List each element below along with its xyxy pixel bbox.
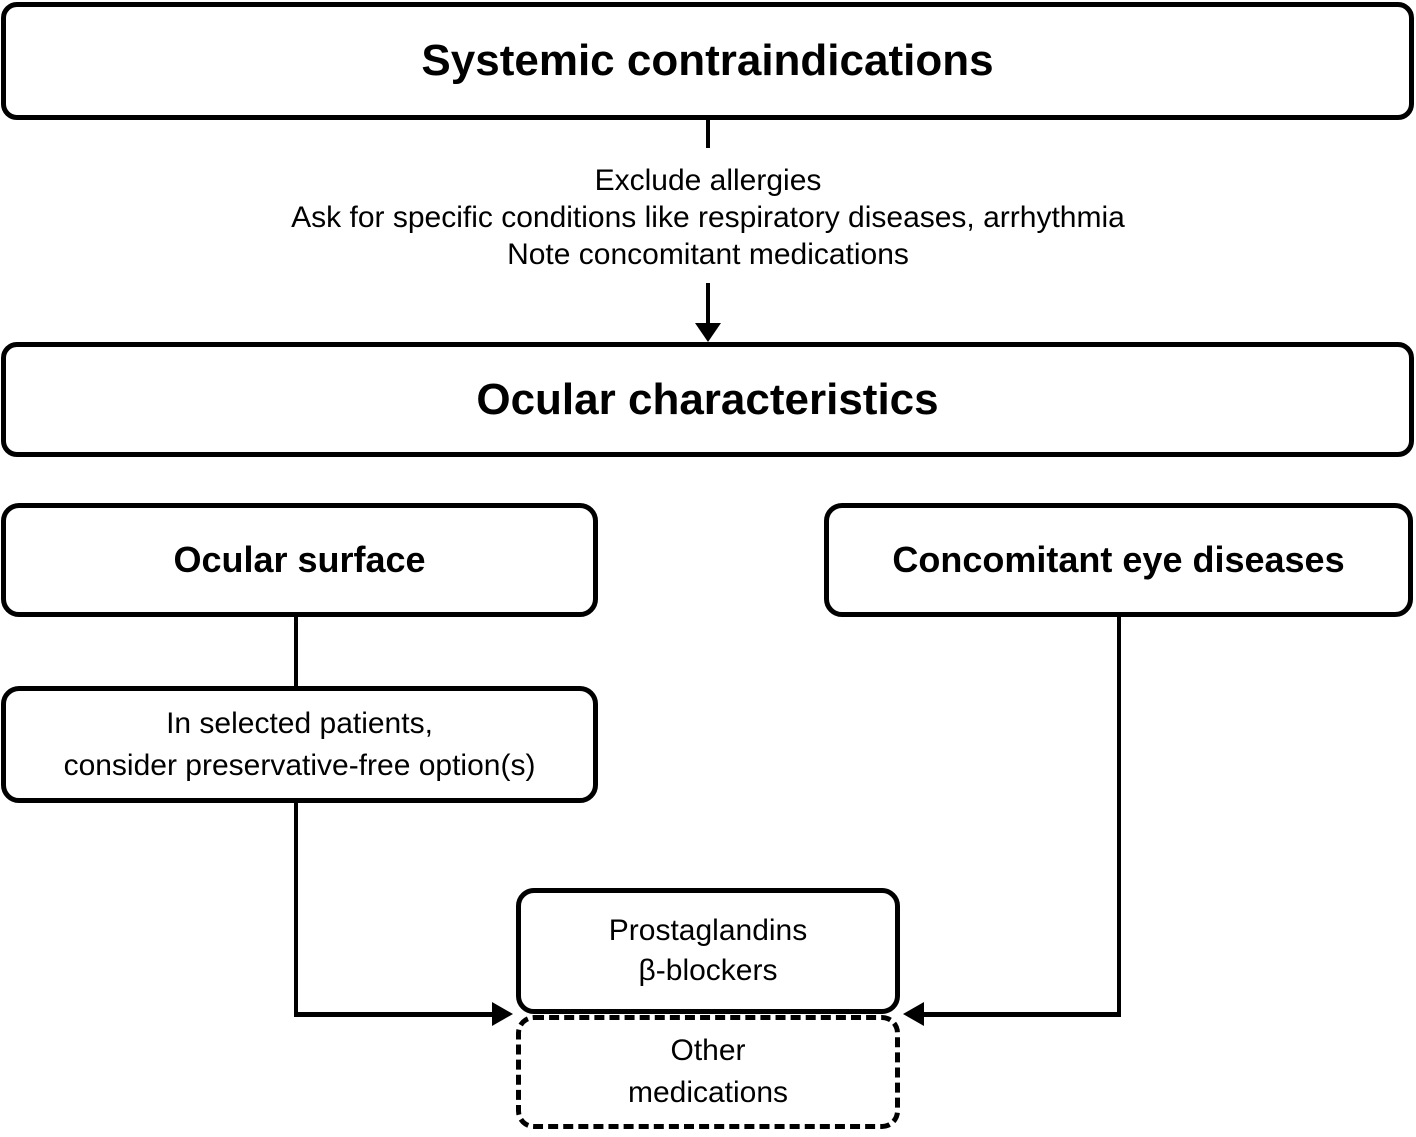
systemic-contraindications-node: Systemic contraindications [1,2,1414,120]
preservative-free-node: In selected patients, consider preservat… [1,686,598,803]
concomitant-eye-diseases-label: Concomitant eye diseases [892,539,1345,580]
arrowhead-down-icon [695,323,721,342]
first-line-medications-node: Prostaglandins β-blockers [516,888,900,1014]
concomitant-eye-diseases-node: Concomitant eye diseases [824,503,1413,617]
preservative-free-line2: consider preservative-free option(s) [63,748,536,782]
other-medications-line2: medications [627,1076,789,1109]
connector-note-to-ocular-line [706,283,710,325]
screening-note: Exclude allergies Ask for specific condi… [0,162,1416,273]
connector-concomitant-vertical [1117,615,1121,1017]
other-medications-node: Other medications [516,1015,900,1129]
screening-note-line3: Note concomitant medications [507,238,909,271]
connector-ocular-surface-stub [294,615,298,688]
first-line-medications-line1: Prostaglandins [608,914,808,947]
arrowhead-left-icon [903,1002,924,1026]
ocular-surface-label: Ocular surface [173,539,426,580]
preservative-free-line1: In selected patients, [166,706,433,740]
systemic-contraindications-label: Systemic contraindications [421,36,994,85]
screening-note-line2: Ask for specific conditions like respira… [291,201,1125,234]
connector-preservative-vertical [294,801,298,1017]
first-line-medications-line2: β-blockers [638,954,778,987]
ocular-characteristics-node: Ocular characteristics [1,342,1414,457]
ocular-characteristics-label: Ocular characteristics [476,374,939,424]
connector-concomitant-horizontal [924,1012,1121,1017]
connector-preservative-horizontal [294,1012,494,1017]
ocular-surface-node: Ocular surface [1,503,598,617]
arrowhead-right-icon [492,1002,513,1026]
connector-systemic-stub [706,120,710,148]
screening-note-line1: Exclude allergies [594,164,822,197]
other-medications-line1: Other [670,1034,746,1067]
